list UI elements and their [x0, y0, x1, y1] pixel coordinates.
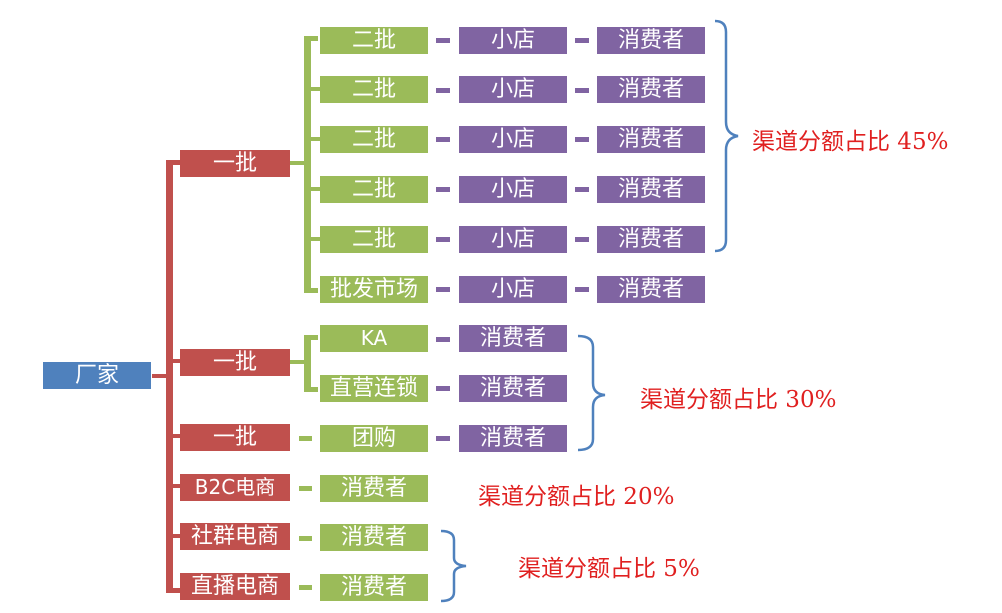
consumer-node: 消费者: [597, 226, 705, 253]
connector-line: [299, 585, 312, 590]
store-node: 小店: [459, 126, 567, 153]
consumer-node: 消费者: [459, 375, 567, 402]
connector-line: [170, 434, 180, 438]
connector-line: [170, 484, 180, 488]
connector-line: [308, 137, 320, 141]
tier1-node: 直播电商: [180, 573, 290, 600]
share-label-30: 渠道分额占比 30%: [640, 387, 837, 413]
store-node: 小店: [459, 76, 567, 103]
consumer-node: 消费者: [597, 76, 705, 103]
tier1-node: B2C电商: [180, 474, 290, 501]
tier1-node: 一批: [180, 349, 290, 376]
consumer-node: 消费者: [320, 524, 428, 551]
connector-line: [299, 436, 312, 441]
connector-line: [304, 387, 318, 392]
consumer-node: 消费者: [597, 126, 705, 153]
connector-line: [299, 486, 312, 491]
share-label-5: 渠道分额占比 5%: [518, 556, 700, 582]
connector-line: [436, 38, 450, 43]
connector-line: [575, 287, 589, 292]
connector-line: [308, 187, 320, 191]
tier2-node: 二批: [320, 176, 428, 203]
tier2-node: 二批: [320, 126, 428, 153]
store-node: 小店: [459, 276, 567, 303]
connector-line: [436, 137, 450, 142]
connector-line: [304, 36, 318, 41]
tier2-node: 批发市场: [320, 276, 428, 303]
connector-line: [436, 386, 450, 391]
tier2-node: 直营连锁: [320, 375, 428, 402]
tier2-node: 二批: [320, 27, 428, 54]
store-node: 小店: [459, 27, 567, 54]
connector-line: [575, 237, 589, 242]
tier2-node: 二批: [320, 76, 428, 103]
connector-line: [575, 137, 589, 142]
bracket-30: [577, 334, 606, 452]
tier2-node: 团购: [320, 425, 428, 452]
connector-line: [304, 36, 311, 293]
share-label-45: 渠道分额占比 45%: [752, 129, 949, 155]
consumer-node: 消费者: [597, 27, 705, 54]
connector-line: [166, 588, 180, 593]
connector-line: [436, 88, 450, 93]
tier1-node: 一批: [180, 424, 290, 451]
connector-line: [575, 88, 589, 93]
tier2-node: 二批: [320, 226, 428, 253]
tier2-node: KA: [320, 325, 428, 352]
connector-line: [308, 87, 320, 91]
consumer-node: 消费者: [459, 325, 567, 352]
consumer-node: 消费者: [320, 475, 428, 502]
connector-line: [436, 237, 450, 242]
connector-line: [290, 360, 304, 364]
connector-line: [304, 335, 318, 340]
connector-line: [304, 335, 311, 392]
connector-line: [575, 38, 589, 43]
store-node: 小店: [459, 176, 567, 203]
connector-line: [152, 374, 166, 378]
connector-line: [170, 359, 180, 363]
connector-line: [575, 187, 589, 192]
connector-line: [436, 287, 450, 292]
connector-line: [436, 436, 450, 441]
consumer-node: 消费者: [597, 276, 705, 303]
tier1-node: 一批: [180, 150, 290, 177]
root-node-manufacturer: 厂家: [43, 362, 151, 389]
connector-line: [166, 160, 173, 593]
connector-line: [299, 536, 312, 541]
consumer-node: 消费者: [320, 574, 428, 601]
connector-line: [170, 534, 180, 538]
share-label-20: 渠道分额占比 20%: [478, 484, 675, 510]
connector-line: [290, 161, 304, 165]
connector-line: [436, 337, 450, 342]
consumer-node: 消费者: [459, 425, 567, 452]
connector-line: [308, 237, 320, 241]
tier1-node: 社群电商: [180, 523, 290, 550]
connector-line: [436, 187, 450, 192]
bracket-45: [714, 19, 739, 253]
consumer-node: 消费者: [597, 176, 705, 203]
connector-line: [304, 288, 318, 293]
bracket-5: [440, 529, 467, 603]
store-node: 小店: [459, 226, 567, 253]
connector-line: [166, 160, 180, 165]
